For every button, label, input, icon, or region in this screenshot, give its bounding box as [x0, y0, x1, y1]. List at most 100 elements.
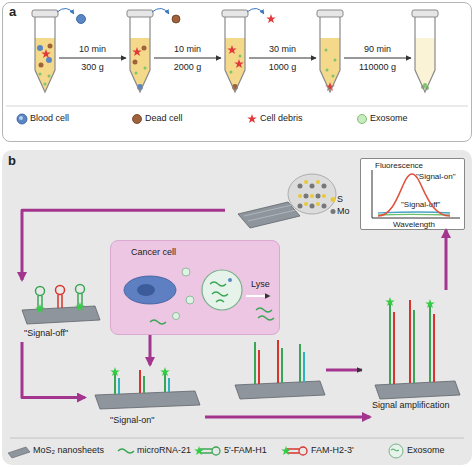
illustration-part — [322, 204, 327, 209]
illustration-part — [222, 8, 276, 92]
illustration-part — [331, 197, 336, 202]
illustration-part — [46, 57, 52, 63]
illustration-part — [58, 295, 62, 308]
illustration-part — [76, 285, 85, 294]
illustration-part — [114, 372, 116, 394]
illustration-part — [389, 302, 391, 384]
node-label: Mo — [337, 206, 350, 217]
illustration-part — [225, 38, 245, 92]
illustration-part — [36, 287, 45, 296]
node-label: "Signal-off" — [401, 199, 440, 210]
flow-arrow — [445, 230, 448, 290]
illustration-part — [38, 296, 42, 309]
node-label: Wavelength — [393, 219, 435, 230]
flow-arrow — [22, 210, 225, 280]
illustration-part — [304, 202, 308, 206]
illustration-part — [375, 381, 460, 399]
illustration-part — [172, 15, 180, 23]
illustration-part — [17, 114, 27, 124]
illustration-part — [316, 180, 320, 184]
illustration-part — [164, 372, 166, 392]
legend-entry: Exosome — [370, 113, 408, 124]
illustration-part — [228, 278, 232, 282]
illustration-part — [423, 83, 427, 87]
illustration-part — [288, 174, 336, 214]
illustration-part — [299, 344, 301, 382]
illustration-part — [247, 8, 264, 14]
illustration-part — [412, 10, 438, 92]
illustration-part — [317, 10, 343, 17]
legend-text: FAM-H2-3' — [311, 445, 354, 455]
centrifuge-label: 30 min 1000 g — [263, 40, 303, 76]
illustration-part — [234, 59, 244, 68]
illustration-part — [425, 299, 435, 308]
illustration-part — [322, 194, 326, 198]
illustration-part — [154, 57, 221, 58]
illustration-part — [118, 378, 120, 394]
illustration-part — [239, 55, 242, 58]
illustration-part — [298, 204, 303, 209]
legend-entry: MoS₂ nanosheets — [33, 445, 104, 456]
illustration-part — [32, 10, 58, 17]
illustration-part — [266, 14, 276, 23]
illustration-part — [230, 71, 233, 74]
illustration-part — [433, 314, 435, 382]
illustration-part — [32, 8, 86, 92]
illustration-part — [331, 209, 336, 214]
illustration-part — [412, 10, 438, 17]
illustration-part — [391, 449, 399, 451]
illustration-part — [77, 15, 86, 24]
illustration-part — [130, 38, 150, 92]
illustration-part — [247, 114, 257, 123]
legend-text: MoS₂ nanosheets — [33, 445, 104, 455]
illustration-part — [378, 214, 450, 216]
illustration-part — [310, 194, 314, 198]
illustration-part — [409, 300, 411, 383]
illustration-part — [298, 184, 327, 209]
illustration-part — [249, 57, 316, 58]
illustration-part — [421, 85, 425, 89]
legend-entry: Exosome — [407, 445, 445, 456]
illustration-part — [152, 8, 169, 14]
illustration-part — [292, 196, 296, 206]
illustration-part — [415, 16, 435, 92]
illustration-part — [246, 295, 270, 297]
illustration-part — [334, 59, 337, 62]
illustration-part — [238, 202, 300, 228]
flow-arrow — [149, 335, 152, 365]
node-label: S — [337, 194, 343, 205]
illustration-part — [429, 304, 431, 382]
illustration-part — [48, 75, 51, 78]
illustration-part — [35, 38, 55, 92]
illustration-part — [244, 205, 296, 221]
illustration-part — [137, 84, 143, 90]
legend-text: 5'-FAM-H1 — [224, 445, 267, 455]
illustration-part — [118, 449, 134, 453]
legend-text: Dead cell — [145, 113, 183, 123]
node-label: "Signal-on" — [110, 415, 154, 426]
illustration-part — [44, 83, 47, 86]
illustration-part — [287, 449, 299, 453]
illustration-part — [37, 45, 43, 51]
illustration-part — [75, 302, 85, 311]
illustration-part — [227, 45, 237, 54]
centrifuge-label: 10 min 300 g — [73, 40, 113, 76]
illustration-part — [6, 106, 468, 107]
illustration-part — [304, 180, 308, 184]
illustration-part — [317, 10, 343, 92]
illustration-part — [281, 446, 291, 455]
illustration-part — [168, 378, 170, 392]
illustration-part — [212, 447, 220, 455]
centrifuge-label: 10 min 2000 g — [168, 40, 208, 76]
illustration-part — [326, 69, 329, 72]
illustration-part — [326, 369, 362, 372]
illustration-part — [143, 376, 145, 393]
illustration-part — [48, 44, 53, 49]
illustration-part — [425, 86, 429, 90]
illustration-part — [35, 16, 55, 92]
illustration-part — [310, 204, 315, 209]
illustration-part — [320, 16, 340, 92]
illustration-part — [182, 268, 190, 276]
illustration-part — [35, 304, 45, 313]
illustration-part — [393, 312, 395, 384]
